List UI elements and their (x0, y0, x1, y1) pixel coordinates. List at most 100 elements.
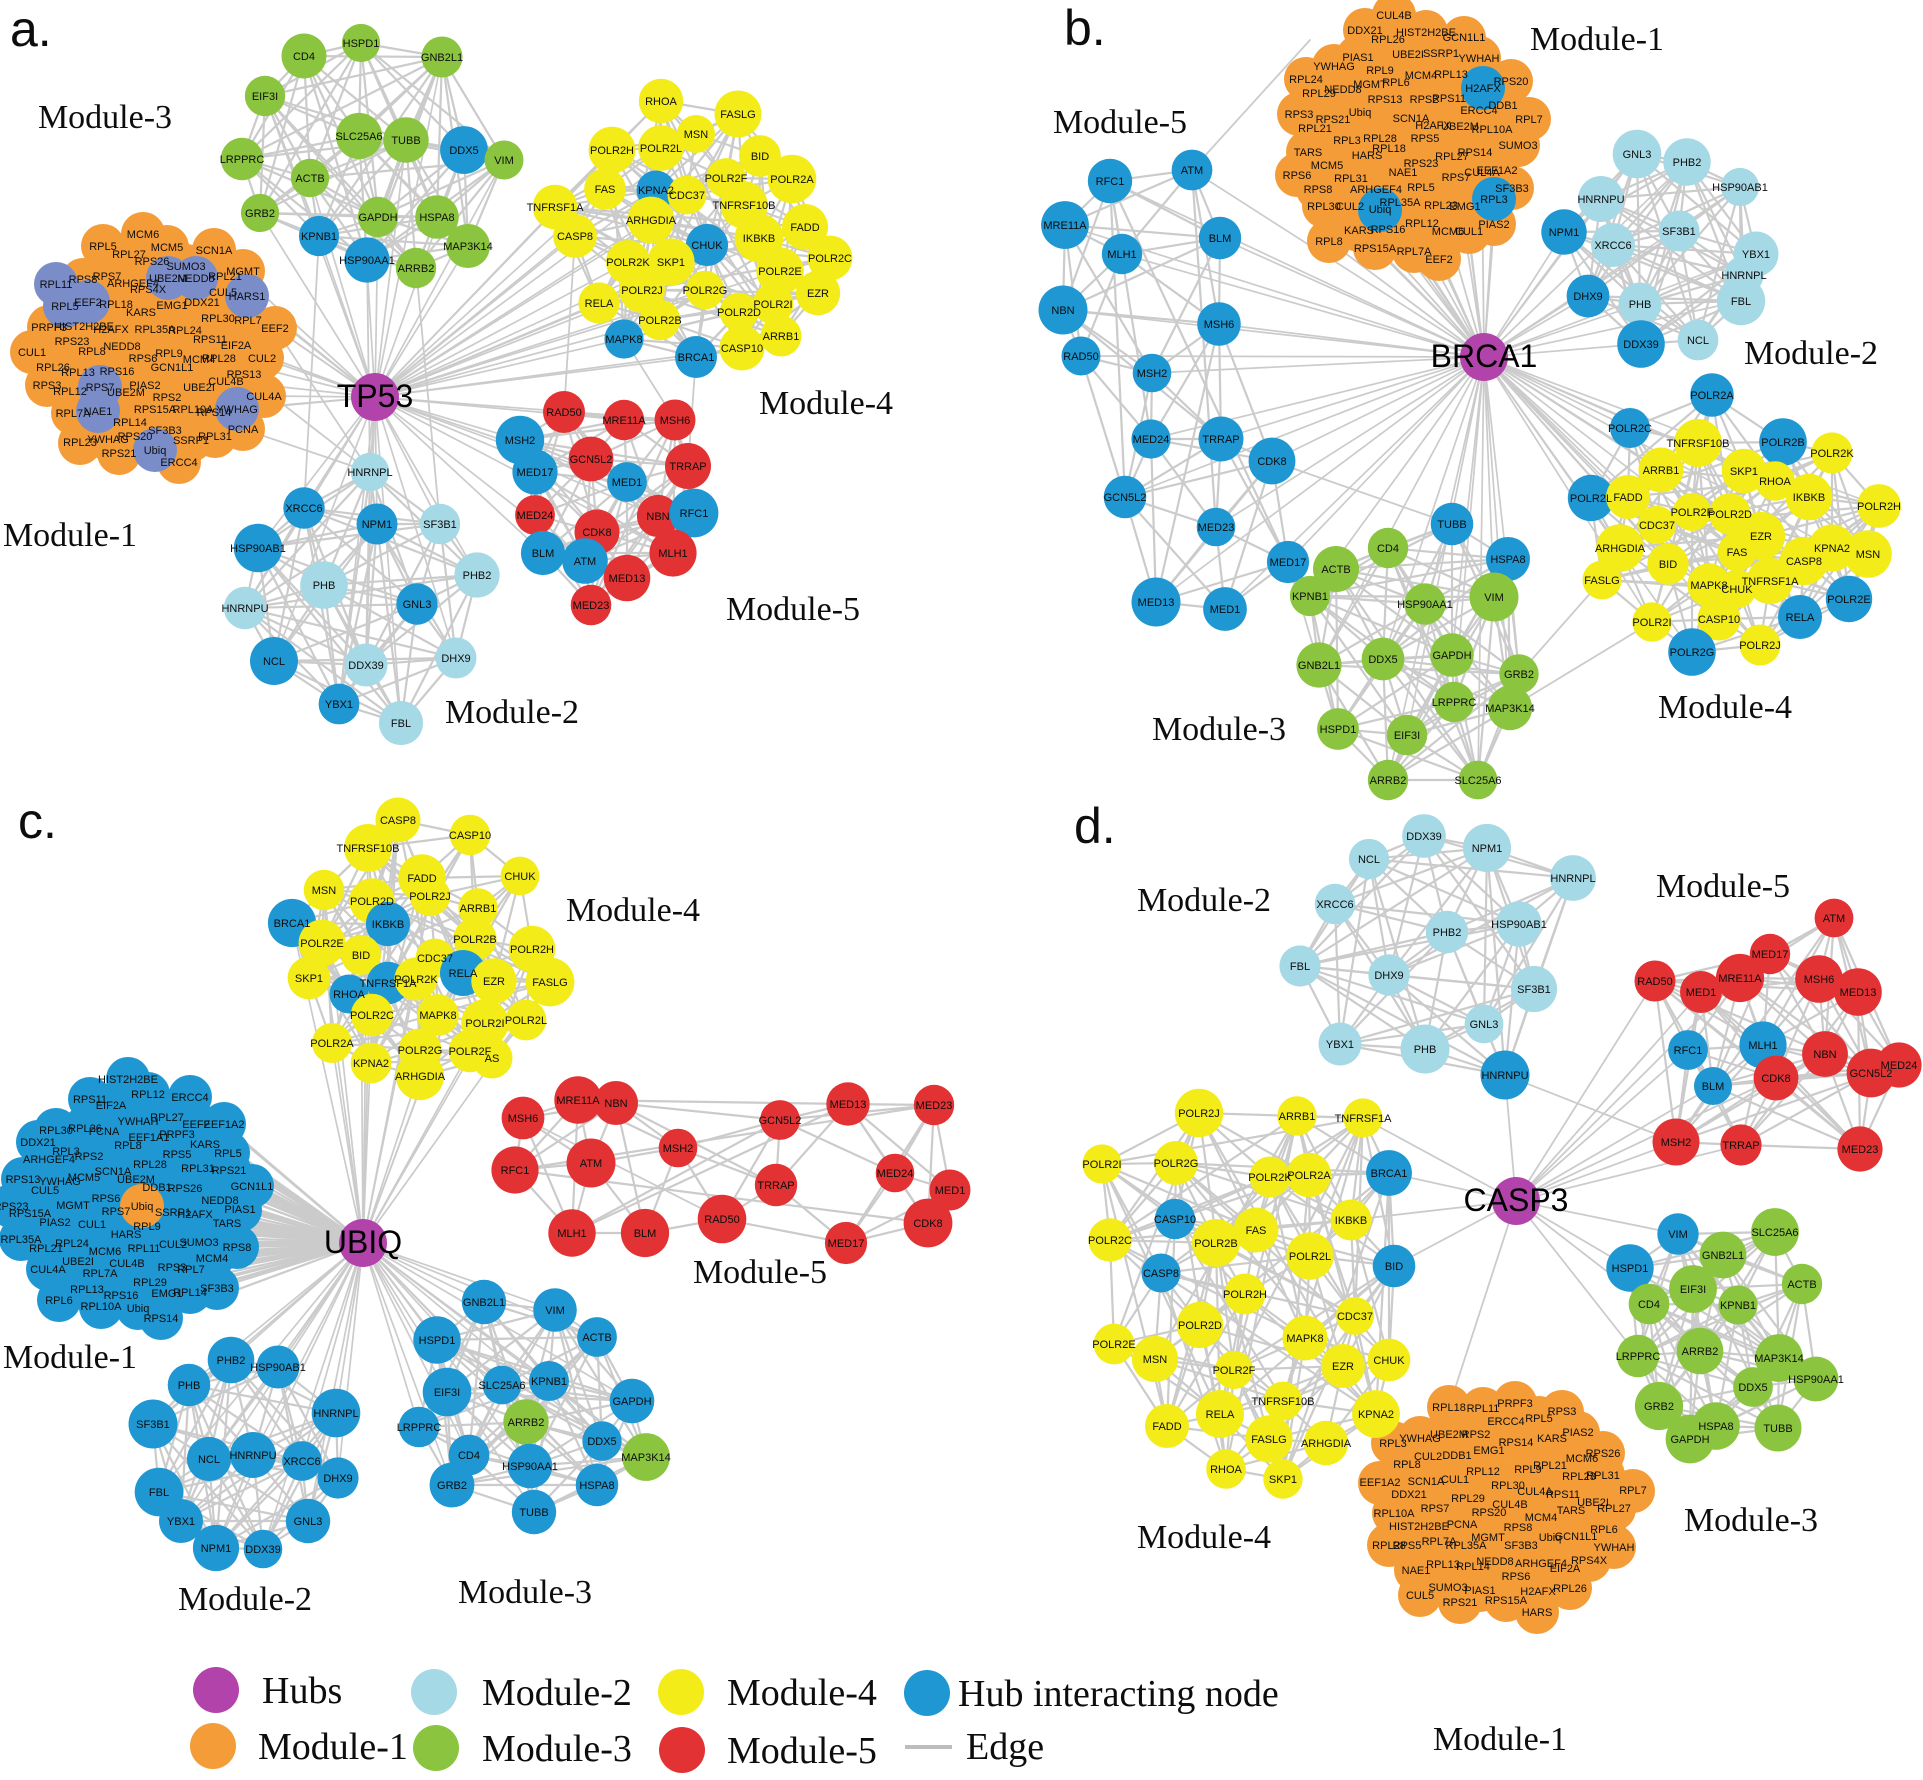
svg-text:TUBB: TUBB (1437, 519, 1466, 531)
svg-text:MAP3K14: MAP3K14 (443, 241, 493, 253)
svg-text:RPL26: RPL26 (1553, 1583, 1587, 1595)
svg-text:TRRAP: TRRAP (669, 461, 706, 473)
svg-text:RPS26: RPS26 (168, 1183, 203, 1195)
svg-text:MAPK8: MAPK8 (1690, 580, 1727, 592)
svg-text:RPS7: RPS7 (93, 271, 122, 283)
svg-text:MED1: MED1 (1686, 987, 1717, 999)
svg-text:EIF3I: EIF3I (252, 91, 278, 103)
svg-text:NPM1: NPM1 (1472, 843, 1503, 855)
svg-text:IKBKB: IKBKB (743, 233, 775, 245)
svg-text:MSH2: MSH2 (1137, 368, 1168, 380)
svg-text:CDK8: CDK8 (582, 527, 611, 539)
svg-text:SCN1A: SCN1A (1393, 113, 1430, 125)
svg-text:UBE2I: UBE2I (1577, 1497, 1609, 1509)
svg-text:RPL5: RPL5 (51, 301, 79, 313)
svg-text:DHX9: DHX9 (1573, 291, 1602, 303)
svg-text:NCL: NCL (1687, 335, 1709, 347)
svg-text:MED13: MED13 (1138, 597, 1175, 609)
svg-text:MED1: MED1 (612, 477, 643, 489)
svg-text:RPL7A: RPL7A (1422, 1536, 1458, 1548)
svg-text:RPS15A: RPS15A (134, 404, 177, 416)
svg-text:RPL12: RPL12 (1405, 218, 1439, 230)
svg-text:EEF1A2: EEF1A2 (1360, 1477, 1401, 1489)
svg-text:POLR2I: POLR2I (465, 1018, 504, 1030)
svg-text:FBL: FBL (1290, 961, 1310, 973)
svg-text:YWHAG: YWHAG (87, 434, 129, 446)
svg-text:YWHAG: YWHAG (216, 404, 258, 416)
svg-text:RPS7: RPS7 (86, 382, 115, 394)
svg-text:d.: d. (1074, 798, 1116, 854)
svg-text:RPS2: RPS2 (1410, 94, 1439, 106)
svg-text:MRE11A: MRE11A (602, 415, 646, 427)
svg-text:EEF2: EEF2 (1425, 254, 1453, 266)
svg-text:TUBB: TUBB (519, 1507, 548, 1519)
svg-text:Hub interacting node: Hub interacting node (958, 1673, 1279, 1715)
svg-text:RAD50: RAD50 (1063, 351, 1098, 363)
svg-text:MCM4: MCM4 (183, 354, 215, 366)
svg-text:FBL: FBL (1731, 296, 1751, 308)
svg-text:MED24: MED24 (1133, 434, 1170, 446)
svg-text:NAE1: NAE1 (1389, 167, 1418, 179)
svg-text:RPS8: RPS8 (1304, 184, 1333, 196)
svg-text:MSN: MSN (312, 885, 337, 897)
svg-text:DDX21: DDX21 (184, 297, 219, 309)
svg-text:RPL31: RPL31 (1586, 1470, 1620, 1482)
svg-text:IKBKB: IKBKB (1335, 1215, 1367, 1227)
svg-text:HSP90AA1: HSP90AA1 (339, 255, 395, 267)
svg-text:RPS3: RPS3 (1548, 1406, 1577, 1418)
svg-text:SF3B3: SF3B3 (200, 1283, 234, 1295)
svg-text:MRE11A: MRE11A (1043, 220, 1087, 232)
svg-text:Module-5: Module-5 (726, 591, 860, 628)
svg-text:RPS6: RPS6 (1283, 170, 1312, 182)
svg-text:HARS: HARS (1352, 150, 1383, 162)
svg-text:CASP10: CASP10 (449, 830, 491, 842)
svg-text:SF3B3: SF3B3 (1495, 183, 1529, 195)
svg-text:RPS5: RPS5 (1411, 133, 1440, 145)
svg-text:DDX5: DDX5 (1368, 654, 1397, 666)
svg-text:EIF3I: EIF3I (1680, 1284, 1706, 1296)
svg-text:RPL18: RPL18 (1372, 143, 1406, 155)
svg-text:POLR2J: POLR2J (621, 285, 663, 297)
svg-text:MAPK8: MAPK8 (1286, 1333, 1323, 1345)
svg-text:KPNA2: KPNA2 (353, 1058, 389, 1070)
svg-text:EIF2A: EIF2A (1550, 1563, 1581, 1575)
svg-text:UBIQ: UBIQ (324, 1224, 402, 1260)
svg-text:MED13: MED13 (1840, 987, 1877, 999)
svg-text:RPL23: RPL23 (63, 437, 97, 449)
svg-text:GNB2L1: GNB2L1 (1298, 660, 1340, 672)
svg-text:SLC25A6: SLC25A6 (478, 1380, 525, 1392)
svg-text:CASP3: CASP3 (1464, 1182, 1569, 1218)
svg-text:RPL35A: RPL35A (1446, 1540, 1488, 1552)
svg-text:RPL27: RPL27 (112, 249, 146, 261)
svg-text:PHB: PHB (1414, 1044, 1437, 1056)
svg-text:FADD: FADD (790, 222, 819, 234)
svg-text:POLR2D: POLR2D (350, 896, 394, 908)
svg-text:CASP8: CASP8 (1143, 1268, 1179, 1280)
svg-text:FAS: FAS (1246, 1225, 1267, 1237)
svg-text:PHB2: PHB2 (1433, 927, 1462, 939)
svg-text:RPL13: RPL13 (61, 367, 95, 379)
svg-text:XRCC6: XRCC6 (283, 1456, 320, 1468)
svg-text:EEF1A1: EEF1A1 (129, 1132, 170, 1144)
svg-text:RFC1: RFC1 (501, 1165, 530, 1177)
svg-text:RHOA: RHOA (1210, 1464, 1242, 1476)
svg-text:MRE11A: MRE11A (556, 1095, 600, 1107)
svg-text:ARRB2: ARRB2 (508, 1417, 545, 1429)
svg-text:RPS15A: RPS15A (9, 1208, 52, 1220)
svg-text:GRB2: GRB2 (245, 208, 275, 220)
svg-text:PIAS2: PIAS2 (1478, 219, 1509, 231)
svg-text:RPL24: RPL24 (168, 325, 202, 337)
svg-text:MCM6: MCM6 (1566, 1453, 1598, 1465)
svg-text:ARRB2: ARRB2 (1682, 1346, 1719, 1358)
svg-text:RPL5: RPL5 (1407, 182, 1435, 194)
svg-text:RPL3: RPL3 (1333, 135, 1361, 147)
svg-text:CDK8: CDK8 (913, 1218, 942, 1230)
svg-text:ERCC4: ERCC4 (160, 457, 197, 469)
svg-text:RPS3: RPS3 (1285, 109, 1314, 121)
svg-text:TNFRSF1A: TNFRSF1A (1742, 576, 1800, 588)
svg-text:RPL11: RPL11 (128, 1243, 161, 1255)
svg-text:RPL30: RPL30 (1491, 1480, 1525, 1492)
svg-text:FAS: FAS (1727, 547, 1748, 559)
svg-text:DDX21: DDX21 (1391, 1489, 1426, 1501)
svg-text:RPL7: RPL7 (177, 1264, 205, 1276)
